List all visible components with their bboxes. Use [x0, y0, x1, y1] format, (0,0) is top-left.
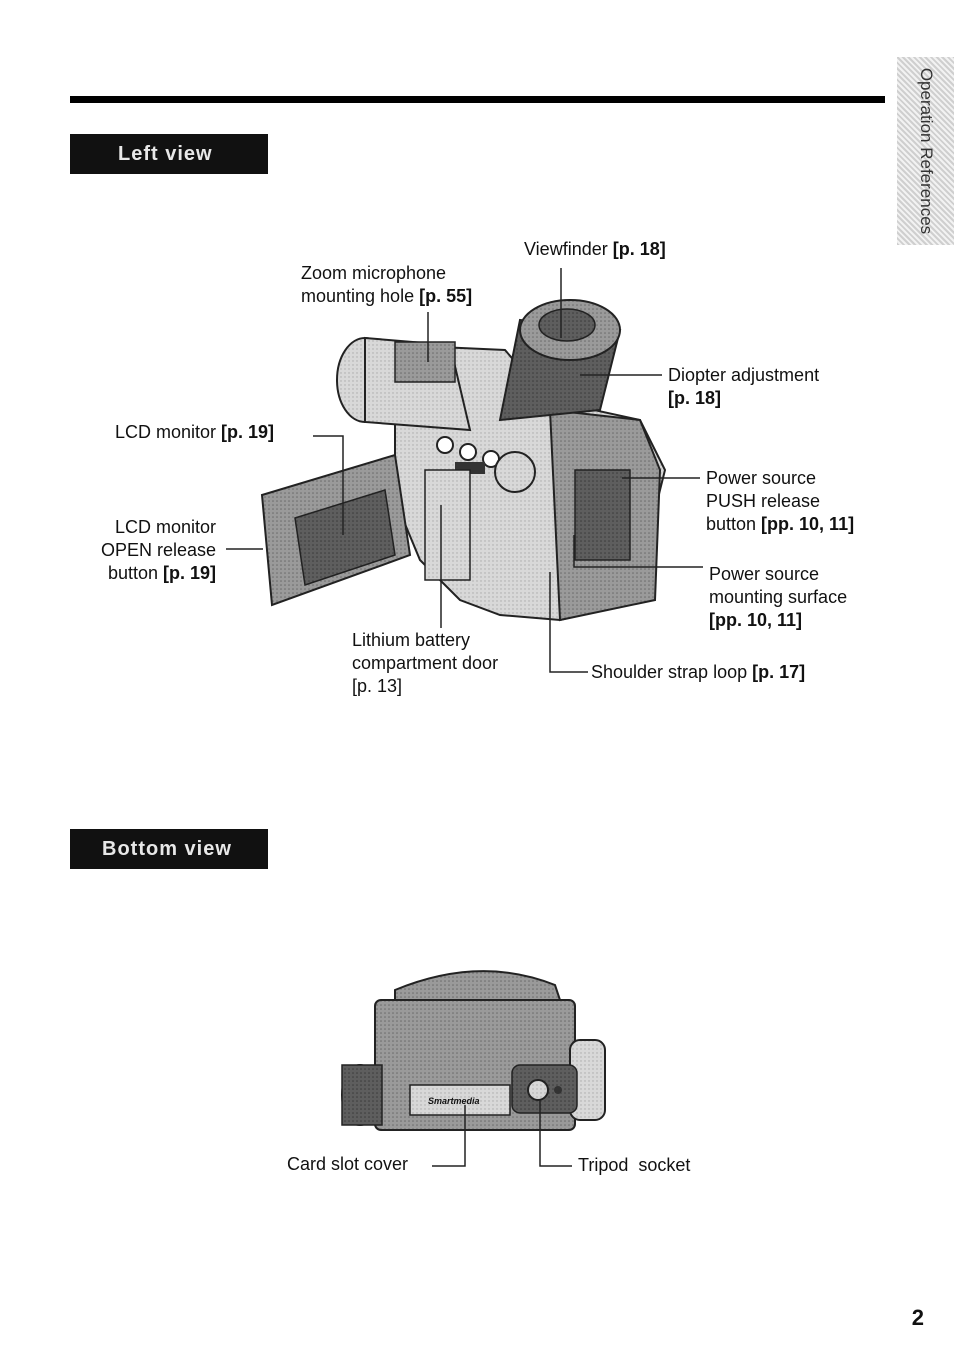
bottom-leader-lines: [432, 1100, 572, 1167]
label-lithium-3: [p. 13]: [352, 676, 403, 696]
label-tripod-socket: Tripod socket: [578, 1155, 691, 1175]
label-push-1: Power source: [706, 468, 817, 488]
side-tab: Operation References: [897, 57, 954, 245]
label-zoom-mic-2: mounting hole [p. 55]: [301, 286, 473, 306]
label-lcd-open-1: LCD monitor: [114, 517, 216, 537]
label-zoom-mic-1: Zoom microphone: [301, 263, 447, 283]
label-diopter-2: [p. 18]: [668, 388, 722, 408]
label-mount-3: [pp. 10, 11]: [709, 610, 803, 630]
label-diopter-1: Diopter adjustment: [668, 365, 820, 385]
label-mount-2: mounting surface: [709, 587, 848, 607]
label-lithium-2: compartment door: [352, 653, 499, 673]
camcorder-bottom-body: [341, 970, 606, 1131]
card-logo-text: Smartmedia: [428, 1096, 480, 1106]
section-header-label: Bottom view: [102, 838, 232, 860]
label-push-3: button [pp. 10, 11]: [706, 514, 855, 534]
label-card-slot: Card slot cover: [287, 1154, 409, 1174]
page-number: 2: [911, 1305, 924, 1330]
header-rule: [70, 96, 885, 103]
section-header-label: Left view: [118, 143, 213, 165]
section-header-bottom-view: Bottom view: [70, 829, 268, 869]
label-lcd-open-3: button [p. 19]: [107, 563, 216, 583]
label-mount-1: Power source: [709, 564, 820, 584]
label-shoulder-strap: Shoulder strap loop [p. 17]: [591, 662, 806, 682]
leader-lines: [226, 268, 703, 673]
label-push-2: PUSH release: [706, 491, 821, 511]
label-lcd-monitor: LCD monitor [p. 19]: [115, 422, 275, 442]
camcorder-body: [260, 299, 667, 622]
label-lcd-open-2: OPEN release: [100, 540, 216, 560]
section-header-left-view: Left view: [70, 134, 268, 174]
label-viewfinder: Viewfinder [p. 18]: [524, 239, 666, 259]
label-lithium-1: Lithium battery: [352, 630, 471, 650]
